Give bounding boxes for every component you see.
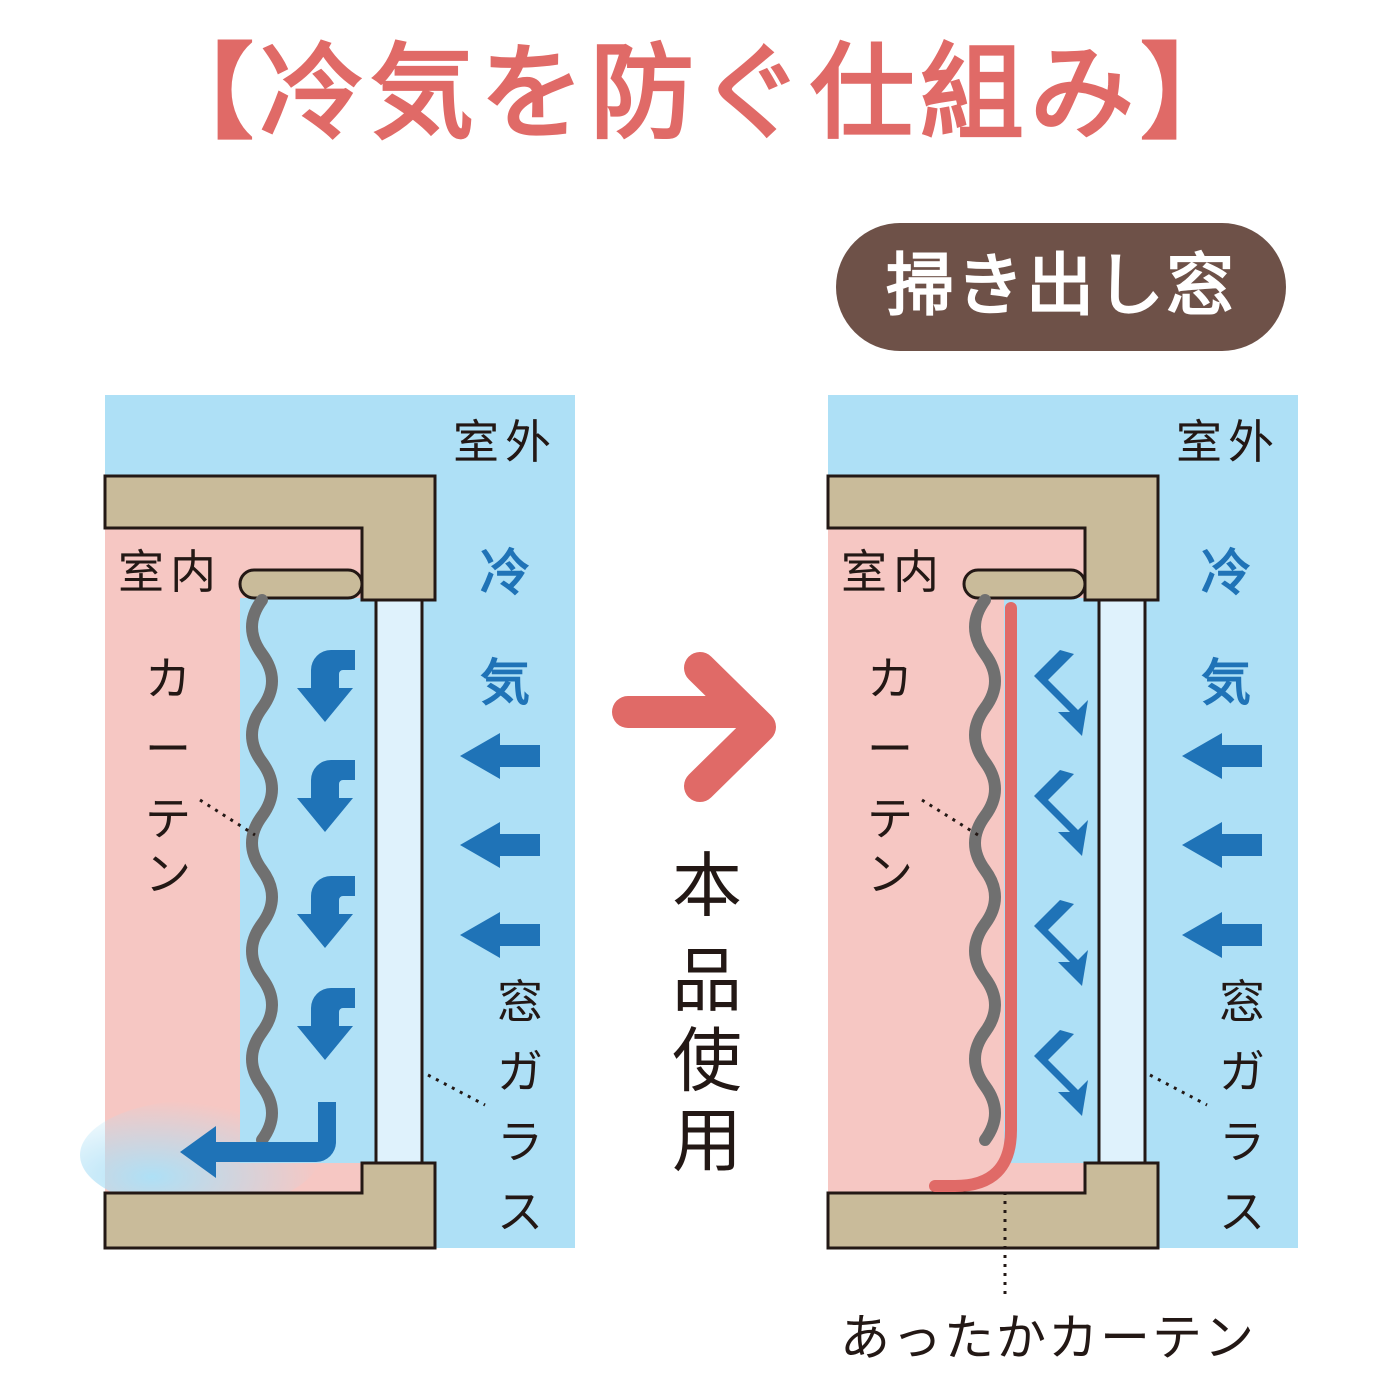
cold-air-inflow-arrows bbox=[460, 733, 540, 958]
cold-down-arrow bbox=[297, 876, 355, 948]
cold-diagonal-arrow bbox=[1034, 1030, 1088, 1116]
left-panel: 室外 室内 冷 気 カ ー テ ン 窓 ガ ラ ス bbox=[80, 395, 575, 1250]
cold-down-arrow bbox=[297, 760, 355, 832]
cold-diagonal-arrow bbox=[1034, 650, 1088, 736]
transition: 本 品 使 用 bbox=[612, 652, 776, 1182]
cold-left-arrow bbox=[1182, 822, 1262, 868]
label-curtain-1: カ bbox=[867, 652, 913, 706]
window-frame-top bbox=[103, 474, 437, 602]
curtain-leader-line bbox=[921, 798, 979, 837]
right-panel: 室外 室内 冷 気 カ ー テ ン 窓 ガ ラ ス あったかカーテン bbox=[826, 395, 1298, 1367]
window-glass bbox=[1097, 598, 1147, 1165]
curtain bbox=[246, 594, 278, 1146]
label-curtain-1: カ bbox=[145, 652, 191, 706]
cold-down-arrow bbox=[297, 650, 355, 722]
label-cold-air-1: 冷 bbox=[480, 544, 530, 602]
label-curtain-2: ー bbox=[145, 722, 191, 776]
cold-down-arrow bbox=[297, 988, 355, 1060]
window-frame-bottom bbox=[103, 1161, 437, 1250]
curtain-leader-line bbox=[199, 798, 256, 837]
label-cold-air-1: 冷 bbox=[1201, 544, 1251, 602]
label-outdoor: 室外 bbox=[1176, 415, 1280, 469]
page-title: 【冷気を防ぐ仕組み】 bbox=[149, 32, 1250, 154]
window-frame-top bbox=[826, 474, 1160, 602]
label-curtain-3: テ bbox=[867, 792, 913, 846]
transition-arrow bbox=[612, 652, 776, 802]
label-glass-2: ガ bbox=[1219, 1045, 1265, 1099]
label-glass-3: ラ bbox=[497, 1115, 543, 1169]
label-warm-curtain: あったかカーテン bbox=[840, 1309, 1256, 1367]
window-frame-bottom bbox=[826, 1161, 1160, 1250]
window-type-badge: 掃き出し窓 bbox=[836, 223, 1286, 351]
label-usage-3: 使 bbox=[672, 1020, 742, 1102]
label-glass-1: 窓 bbox=[497, 975, 543, 1029]
label-usage-1: 本 bbox=[672, 845, 742, 927]
cold-floor-arrow bbox=[180, 1102, 336, 1178]
label-indoor: 室内 bbox=[118, 545, 222, 599]
blocked-cold-arrows bbox=[1034, 650, 1088, 1116]
label-indoor: 室内 bbox=[841, 545, 945, 599]
badge-label: 掃き出し窓 bbox=[885, 247, 1236, 326]
label-glass-4: ス bbox=[1219, 1185, 1265, 1239]
label-curtain-3: テ bbox=[145, 792, 191, 846]
label-outdoor: 室外 bbox=[453, 415, 557, 469]
label-glass-2: ガ bbox=[497, 1045, 543, 1099]
label-curtain-4: ン bbox=[867, 847, 913, 901]
cold-left-arrow bbox=[460, 912, 540, 958]
cold-left-arrow bbox=[1182, 733, 1262, 779]
cold-diagonal-arrow bbox=[1034, 770, 1088, 856]
label-cold-air-2: 気 bbox=[480, 654, 530, 712]
curtain-rail bbox=[962, 568, 1087, 600]
cold-left-arrow bbox=[460, 733, 540, 779]
label-glass-3: ラ bbox=[1219, 1115, 1265, 1169]
glass-leader-line bbox=[427, 1073, 486, 1107]
label-curtain-4: ン bbox=[145, 847, 191, 901]
label-glass-1: 窓 bbox=[1219, 975, 1265, 1029]
cold-air-inflow-arrows bbox=[1182, 733, 1262, 958]
warm-curtain bbox=[929, 602, 1017, 1192]
curtain bbox=[969, 594, 1001, 1146]
cold-left-arrow bbox=[460, 822, 540, 868]
cold-diagonal-arrow bbox=[1034, 900, 1088, 986]
label-usage-2: 品 bbox=[672, 940, 742, 1022]
label-usage-4: 用 bbox=[672, 1100, 742, 1182]
cold-air-curved-arrows bbox=[180, 650, 355, 1178]
curtain-rail bbox=[238, 568, 364, 600]
window-glass bbox=[374, 598, 424, 1165]
glass-leader-line bbox=[1149, 1073, 1208, 1107]
label-cold-air-2: 気 bbox=[1201, 654, 1251, 712]
label-curtain-2: ー bbox=[867, 722, 913, 776]
label-glass-4: ス bbox=[497, 1185, 543, 1239]
cold-left-arrow bbox=[1182, 912, 1262, 958]
indoor-gap bbox=[1004, 598, 1100, 1163]
